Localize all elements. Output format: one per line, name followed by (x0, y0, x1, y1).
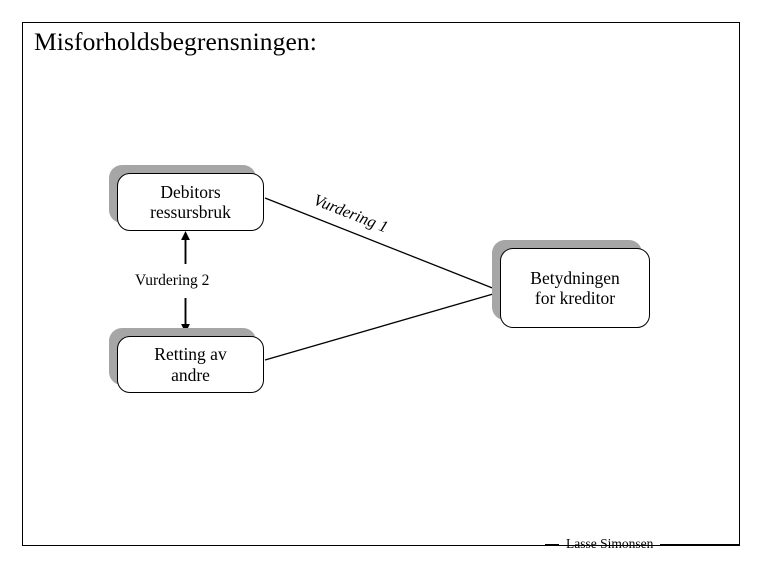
node-label-line1: Debitors (160, 181, 221, 202)
node-betydningen-for-kreditor[interactable]: Betydningen for kreditor (492, 240, 650, 328)
connector-vurdering-2 (181, 231, 190, 333)
node-label-line2: ressursbruk (150, 202, 231, 222)
footer-author-name: Lasse Simonsen (566, 536, 654, 551)
node-debitors-ressursbruk[interactable]: Debitors ressursbruk (109, 165, 264, 231)
edge-label-vurdering-2: Vurdering 2 (135, 272, 210, 289)
page-title: Misforholdsbegrensningen: (34, 27, 317, 56)
slide-border (22, 22, 740, 546)
footer-rule-left (545, 543, 559, 545)
connector-vurdering-1 (264, 197, 501, 292)
node-label-line2: for kreditor (534, 288, 616, 308)
node-face: Debitors ressursbruk (117, 173, 264, 231)
footer-rule-right (660, 543, 740, 545)
node-label-line1: Retting av (154, 344, 227, 365)
slide-footer: Lasse Simonsen (545, 532, 740, 556)
connector-retting-kreditor (264, 291, 501, 361)
node-face: Retting av andre (117, 336, 264, 393)
node-label-line2: andre (171, 364, 210, 385)
node-retting-av-andre[interactable]: Retting av andre (109, 328, 264, 393)
node-label-line1: Betydningen (530, 267, 620, 288)
node-face: Betydningen for kreditor (500, 248, 650, 328)
